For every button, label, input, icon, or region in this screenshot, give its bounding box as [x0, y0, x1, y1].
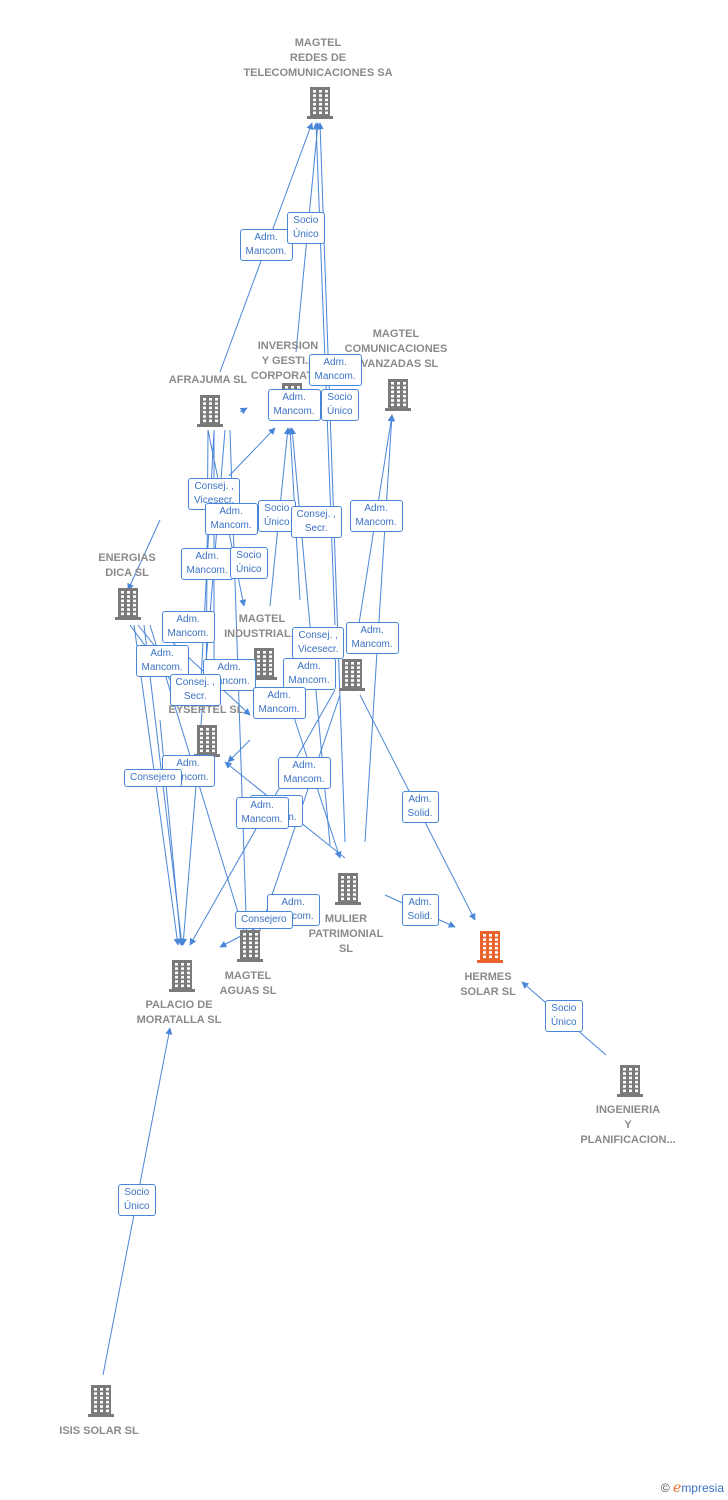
node-label-hermes[interactable]: HERMES SOLAR SL	[460, 971, 516, 998]
building-icon[interactable]	[306, 85, 334, 124]
building-icon[interactable]	[114, 586, 142, 625]
relationship-label: Adm. Mancom.	[345, 622, 399, 654]
node-label-magtel_redes[interactable]: MAGTEL REDES DE TELECOMUNICACIONES SA	[243, 37, 393, 79]
relationship-label: Socio Único	[287, 212, 325, 244]
empresia-footer[interactable]: © empresia	[661, 1480, 724, 1496]
building-icon[interactable]	[87, 1383, 115, 1422]
relationship-label: Adm. Mancom.	[308, 354, 362, 386]
relationship-label: Adm. Solid.	[401, 791, 439, 823]
building-icon[interactable]	[193, 723, 221, 762]
building-icon[interactable]	[476, 929, 504, 968]
relationship-label: Adm. Solid.	[401, 894, 439, 926]
relationship-label: Consejero	[124, 769, 182, 787]
node-label-magtel_aguas[interactable]: MAGTEL AGUAS SL	[219, 970, 277, 997]
node-label-magtel_com[interactable]: MAGTEL COMUNICACIONES AVANZADAS SL	[344, 328, 448, 370]
relationship-label: Socio Único	[321, 389, 359, 421]
edge-line	[227, 739, 251, 763]
relationship-label: Adm. Mancom.	[252, 687, 306, 719]
brand-e-glyph: e	[673, 1480, 682, 1496]
building-icon[interactable]	[168, 958, 196, 997]
relationship-label: Adm. Mancom.	[266, 894, 320, 926]
node-label-afrajuma[interactable]: AFRAJUMA SL	[168, 374, 248, 386]
building-icon[interactable]	[334, 871, 362, 910]
building-icon[interactable]	[384, 377, 412, 416]
relationship-label: Consej. , Vicesecr.	[292, 627, 345, 659]
relationship-label: Adm. Mancom.	[180, 548, 234, 580]
relationship-label: Adm. Mancom.	[282, 658, 336, 690]
node-label-isis[interactable]: ISIS SOLAR SL	[59, 1425, 139, 1437]
building-icon[interactable]	[236, 928, 264, 967]
relationship-label: Socio Único	[118, 1184, 156, 1216]
edge-line	[239, 407, 248, 415]
relationship-label: Socio Único	[230, 547, 268, 579]
relationship-label: Consejero	[235, 911, 293, 929]
edge-line	[159, 719, 184, 946]
node-label-inversion[interactable]: INVERSION Y GESTI... CORPORATI...	[250, 340, 326, 382]
edge-line	[228, 427, 276, 477]
edge-line	[127, 519, 161, 591]
building-icon[interactable]	[250, 646, 278, 685]
relationship-label: Consej. , Secr.	[169, 674, 221, 706]
node-label-energias[interactable]: ENERGIAS DICA SL	[98, 552, 156, 579]
copyright-symbol: ©	[660, 1481, 670, 1495]
node-label-ingenieria[interactable]: INGENIERIA Y PLANIFICACION...	[580, 1104, 676, 1146]
relationship-label: Adm. Mancom.	[204, 503, 258, 535]
brand-name: mpresia	[681, 1481, 724, 1495]
building-icon[interactable]	[338, 657, 366, 696]
node-label-magtel_ind[interactable]: MAGTEL INDUSTRIAL...	[224, 613, 300, 640]
relationship-label: Adm. Mancom.	[235, 797, 289, 829]
relationship-label: Adm. Mancom.	[277, 757, 331, 789]
node-label-mulier[interactable]: MULIER PATRIMONIAL SL	[308, 913, 384, 955]
relationship-label: Adm. Mancom.	[135, 645, 189, 677]
building-icon[interactable]	[196, 393, 224, 432]
relationship-label: Consej. , Secr.	[290, 506, 342, 538]
node-label-eysertel[interactable]: EYSERTEL SL	[168, 704, 244, 716]
relationship-label: Socio Único	[545, 1000, 583, 1032]
relationship-label: Adm. Mancom.	[161, 611, 215, 643]
node-label-palacio[interactable]: PALACIO DE MORATALLA SL	[136, 999, 222, 1026]
relationship-label: Adm. Mancom.	[349, 500, 403, 532]
building-icon[interactable]	[616, 1063, 644, 1102]
relationship-label: Adm. Mancom.	[239, 229, 293, 261]
relationship-label: Socio Único	[258, 500, 296, 532]
relationship-label: Adm. Mancom.	[267, 389, 321, 421]
